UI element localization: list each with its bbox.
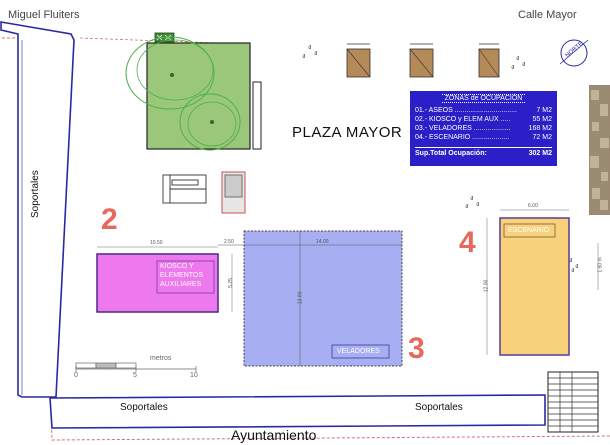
veladores-label-box [331, 344, 390, 359]
soportales-left-label: Soportales [30, 170, 41, 218]
legend-total-label: Sup.Total Ocupación: [415, 150, 487, 157]
tree-canopy-2b [187, 101, 237, 147]
zone-number-kiosco: 2 [101, 203, 118, 236]
tree-canopy-2 [179, 93, 241, 151]
kiosco-label-1: KIOSCO y [160, 263, 194, 270]
tree-trunk-2 [210, 120, 214, 124]
svg-text:ง: ง [516, 55, 519, 62]
veladores-label: VELADORES [337, 348, 380, 355]
scale-bar [75, 362, 197, 372]
kiosco-width-dim: 10.50 [150, 240, 163, 246]
kiosco-height-dim: 5.25 [227, 278, 234, 288]
street-label-miguel-fluiters: Miguel Fluiters [8, 9, 80, 21]
escenario-label: ESCENARIO [508, 227, 550, 234]
soportales-bottom-right-label: Soportales [415, 402, 463, 413]
kiosco-label-box [156, 260, 215, 294]
tree-canopy-1 [125, 36, 215, 110]
legend-row-value: 55 M2 [532, 116, 552, 123]
veladores-height-dim: 12.00 [297, 291, 304, 305]
legend-row-name: 01.- ASEOS .............................… [415, 107, 517, 114]
escenario-width-dim: 6.00 [528, 203, 538, 209]
aseos-border-right [252, 81, 262, 150]
aerial-photo-texture [590, 90, 609, 210]
zone-number-escenario: 4 [459, 226, 476, 259]
svg-text:ง: ง [522, 61, 525, 68]
scale-tick-10: 10 [190, 372, 198, 379]
zone-veladores [243, 230, 403, 367]
kiosco-label-3: AUXILIARES [160, 281, 202, 288]
plaza-title: PLAZA MAYOR [292, 124, 403, 141]
svg-text:ง: ง [571, 267, 574, 274]
fixed-furniture [162, 171, 246, 214]
svg-text:ง: ง [465, 203, 468, 210]
svg-text:ง: ง [308, 44, 311, 51]
svg-text:ง: ง [569, 257, 572, 264]
north-arrow [559, 39, 589, 67]
svg-text:ง: ง [476, 201, 479, 208]
svg-text:ง: ง [302, 53, 305, 60]
tree-canopy-1b [136, 39, 214, 101]
zone-kiosco [96, 253, 219, 313]
legend-row-value: 72 M2 [532, 134, 552, 141]
kiosco-label-2: ELEMENTOS [160, 272, 204, 279]
soportales-bottom-left-label: Soportales [120, 402, 168, 413]
escenario-height-dim: 12.00 [483, 279, 490, 293]
svg-text:ง: ง [314, 50, 317, 57]
legend-row-name: 02.- KIOSCO y ELEM AUX ..... [415, 116, 511, 123]
soportales-left-band [0, 21, 75, 398]
stairs [547, 371, 599, 433]
zone-escenario [499, 217, 570, 356]
soportales-bottom-band [49, 394, 546, 429]
legend-row-value: 168 M2 [528, 125, 552, 132]
svg-text:ง: ง [470, 195, 473, 202]
legend-total-value: 302 M2 [528, 150, 552, 157]
edge-dim: 1.50 m [597, 257, 604, 273]
veladores-width-dim: 14.00 [316, 239, 329, 245]
legend-row-name: 03.- VELADORES ................... [415, 125, 511, 132]
svg-text:ง: ง [575, 263, 578, 270]
street-label-calle-mayor: Calle Mayor [518, 9, 577, 21]
scale-title: metros [150, 355, 172, 362]
svg-text:ง: ง [511, 64, 514, 71]
occupation-legend: ZONAS de OCUPACIÓN 01.- ASEOS ..........… [410, 91, 557, 166]
top-kiosks [346, 43, 500, 78]
scale-tick-0: 0 [74, 372, 78, 379]
veladores-gap-dim: 2.50 [224, 239, 234, 245]
ayuntamiento-label: Ayuntamiento [231, 427, 317, 443]
zone-number-veladores: 3 [408, 332, 425, 365]
legend-title: ZONAS de OCUPACIÓN [441, 94, 526, 103]
legend-row-name: 04.- ESCENARIO ................... [415, 134, 510, 141]
tree-trunk-1 [170, 73, 174, 77]
legend-row-value: 7 M2 [536, 107, 552, 114]
aerial-photo-strip [589, 85, 610, 215]
scale-tick-5: 5 [133, 372, 137, 379]
escenario-label-box [503, 223, 556, 238]
